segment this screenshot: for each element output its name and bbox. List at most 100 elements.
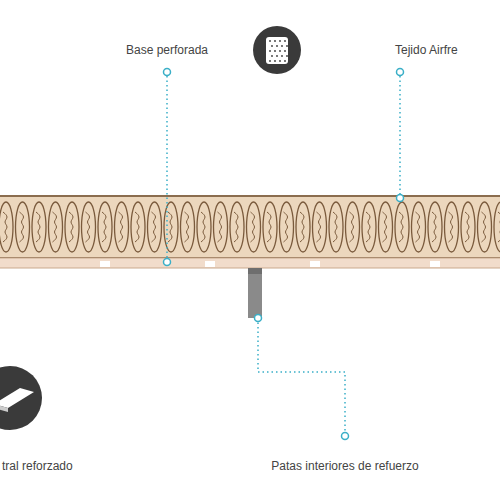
coil: [197, 202, 211, 252]
hole: [274, 60, 276, 62]
base-slot: [100, 261, 110, 267]
leader-dot: [342, 433, 349, 440]
coil-spring: [383, 212, 387, 242]
coil: [263, 202, 277, 252]
leader-dot: [164, 259, 171, 266]
coil: [395, 202, 409, 252]
support-leg: [248, 268, 262, 318]
leader-lines: [167, 76, 400, 432]
coil-spring: [284, 212, 288, 242]
leader-dot: [164, 69, 171, 76]
hole: [271, 45, 273, 47]
coil: [329, 202, 343, 252]
coil-spring: [399, 212, 403, 242]
hole: [274, 50, 276, 52]
coil: [32, 202, 46, 252]
coil-spring: [3, 212, 7, 242]
base-slot: [205, 261, 215, 267]
leader-line: [258, 318, 345, 432]
coil-spring: [102, 212, 106, 242]
coil: [131, 202, 145, 252]
spring-layer: [0, 196, 500, 258]
hole: [279, 50, 281, 52]
coil-spring: [69, 212, 73, 242]
perforated-icon-board: [266, 37, 288, 64]
leader-line: [399, 76, 401, 195]
part-label: Base perforada: [124, 43, 210, 57]
coil-spring: [416, 212, 420, 242]
leader-dot: [397, 69, 404, 76]
coil: [428, 202, 442, 252]
hole: [284, 40, 286, 42]
coil-spring: [333, 212, 337, 242]
coil: [461, 202, 475, 252]
coil-spring: [53, 212, 57, 242]
base-slot: [310, 261, 320, 267]
perforated-icon: [253, 26, 301, 74]
coil: [494, 202, 500, 252]
base-board: [0, 258, 500, 268]
coil-spring: [498, 212, 500, 242]
hole: [269, 40, 271, 42]
part-label: tral reforzado: [0, 459, 75, 473]
coil: [313, 202, 327, 252]
coil: [230, 202, 244, 252]
hole: [274, 40, 276, 42]
perforated-icon-holes: [269, 40, 288, 62]
support-leg-top: [248, 268, 262, 274]
hole: [276, 55, 278, 57]
coil-spring: [234, 212, 238, 242]
hole: [284, 60, 286, 62]
coil-spring: [20, 212, 24, 242]
coil-spring: [449, 212, 453, 242]
coil-spring: [218, 212, 222, 242]
coil: [214, 202, 228, 252]
coil-spring: [201, 212, 205, 242]
base-slot: [430, 261, 440, 267]
coil-spring: [267, 212, 271, 242]
coil: [49, 202, 63, 252]
coil-spring: [36, 212, 40, 242]
base-slots: [100, 261, 440, 267]
coil-spring: [168, 212, 172, 242]
coil-spring: [317, 212, 321, 242]
leader-line: [166, 76, 168, 259]
coil: [98, 202, 112, 252]
coil: [181, 202, 195, 252]
hole: [286, 45, 288, 47]
hole: [276, 45, 278, 47]
coil-spring: [465, 212, 469, 242]
coil: [164, 202, 178, 252]
hole: [269, 60, 271, 62]
coil-spring: [482, 212, 486, 242]
coil: [65, 202, 79, 252]
coil: [478, 202, 492, 252]
spring-coils: [0, 202, 500, 252]
hole: [281, 45, 283, 47]
coil: [148, 202, 162, 252]
hole: [271, 55, 273, 57]
coil-spring: [152, 212, 156, 242]
coil: [445, 202, 459, 252]
coil: [362, 202, 376, 252]
bar-icon-plank-side: [0, 404, 8, 412]
coil-spring: [185, 212, 189, 242]
bar-icon: [0, 366, 42, 430]
part-label: Patas interiores de refuerzo: [269, 459, 420, 473]
coil-spring: [432, 212, 436, 242]
leader-dots: [164, 69, 404, 440]
hole: [269, 50, 271, 52]
coil: [296, 202, 310, 252]
coil: [412, 202, 426, 252]
coil-spring: [300, 212, 304, 242]
coil: [280, 202, 294, 252]
coil-spring: [119, 212, 123, 242]
leader-dot: [255, 315, 262, 322]
coil: [16, 202, 30, 252]
bar-icon-plank: [0, 388, 34, 408]
hole: [281, 55, 283, 57]
coil-spring: [251, 212, 255, 242]
leader-dot: [397, 195, 404, 202]
coil-spring: [86, 212, 90, 242]
